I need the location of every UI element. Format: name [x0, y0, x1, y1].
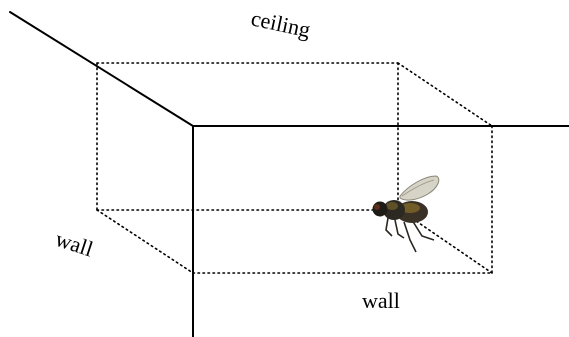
ceiling-label: ceiling	[249, 5, 313, 42]
dotted-box	[96, 62, 493, 274]
room-edges	[9, 11, 569, 337]
box-edge-back-right-floor	[399, 209, 493, 274]
fly-icon	[372, 175, 440, 253]
box-edge-top-right	[397, 62, 493, 127]
left-wall-label: wall	[52, 226, 96, 261]
fly-wing	[399, 175, 440, 201]
ceiling-left-edge	[9, 11, 194, 127]
fly-head	[372, 201, 388, 217]
right-wall-label: wall	[362, 288, 400, 313]
box-edge-bottom-left	[96, 209, 194, 274]
